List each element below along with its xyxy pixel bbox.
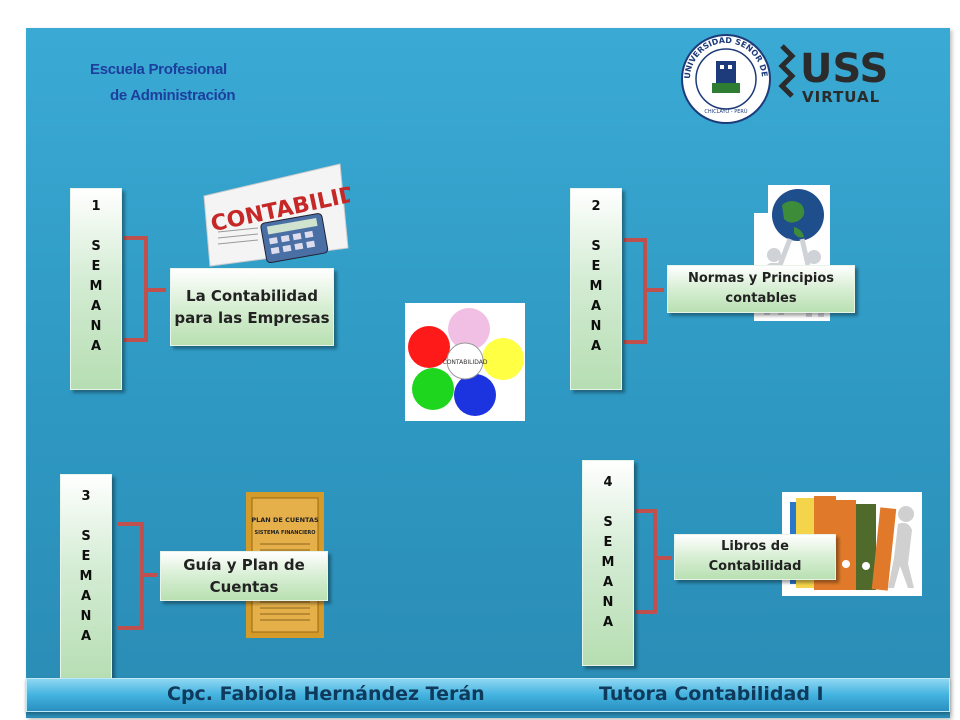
week-letter: E <box>591 259 601 274</box>
week-box-4: 4 S E M A N A <box>582 460 634 666</box>
color-circles-diagram: CONTABILIDAD <box>405 303 525 421</box>
topic-box-normas-principios: Normas y Principios contables <box>667 265 855 313</box>
uss-virtual-logo: USS VIRTUAL <box>778 38 890 110</box>
week-letter: N <box>590 319 602 334</box>
week-letter: M <box>89 279 103 294</box>
week-letter: N <box>80 609 92 624</box>
svg-text:CHICLAYO - PERÚ: CHICLAYO - PERÚ <box>704 108 747 115</box>
university-seal-logo: UNIVERSIDAD SEÑOR DE SIPÁN CHICLAYO - PE… <box>677 24 772 125</box>
contabilidad-calculator-image: CONTABILIDAD <box>200 162 394 268</box>
week-letter: N <box>602 595 614 610</box>
week-letter: S <box>603 515 613 530</box>
week-letter: A <box>590 339 602 354</box>
svg-text:VIRTUAL: VIRTUAL <box>802 88 880 106</box>
week-letter: A <box>80 629 92 644</box>
week-letter: A <box>602 615 614 630</box>
week-letter: M <box>79 569 93 584</box>
week-box-3: 3 S E M A N A <box>60 474 112 684</box>
week-letter: A <box>90 299 102 314</box>
topic-box-contabilidad-empresas: La Contabilidad para las Empresas <box>170 268 334 346</box>
topic-box-plan-cuentas: Guía y Plan de Cuentas <box>160 551 328 601</box>
svg-text:PLAN DE CUENTAS: PLAN DE CUENTAS <box>251 516 319 524</box>
svg-text:SISTEMA FINANCIERO: SISTEMA FINANCIERO <box>254 530 315 536</box>
week-number: 1 <box>91 199 101 214</box>
week-letter: S <box>81 529 91 544</box>
svg-text:USS: USS <box>800 46 888 92</box>
week-letter: M <box>589 279 603 294</box>
school-line-1: Escuela Profesional <box>90 61 227 78</box>
week-letter: A <box>80 589 92 604</box>
week-letter: A <box>590 299 602 314</box>
week-letter: S <box>91 239 101 254</box>
week-letter: S <box>591 239 601 254</box>
week-letter: A <box>90 339 102 354</box>
week-letter: E <box>91 259 101 274</box>
topic-label: Guía y Plan de Cuentas <box>183 556 305 596</box>
week-box-2: 2 S E M A N A <box>570 188 622 390</box>
week-number: 2 <box>591 199 601 214</box>
week-letter: N <box>90 319 102 334</box>
footer-bar: Cpc. Fabiola Hernández Terán Tutora Cont… <box>26 678 950 712</box>
week-number: 3 <box>81 489 91 504</box>
week-letter: A <box>602 575 614 590</box>
topic-label: Libros de Contabilidad <box>708 539 802 574</box>
svg-text:CONTABILIDAD: CONTABILIDAD <box>443 359 488 366</box>
topic-box-libros-contabilidad: Libros de Contabilidad <box>674 534 836 580</box>
week-letter: M <box>601 555 615 570</box>
topic-label: La Contabilidad para las Empresas <box>174 287 330 327</box>
week-number: 4 <box>603 475 613 490</box>
week-letter: E <box>603 535 613 550</box>
week-box-1: 1 S E M A N A <box>70 188 122 390</box>
footer-author: Cpc. Fabiola Hernández Terán <box>167 683 485 705</box>
topic-label: Normas y Principios contables <box>687 271 835 306</box>
week-letter: E <box>81 549 91 564</box>
footer-role: Tutora Contabilidad I <box>599 683 824 705</box>
school-line-2: de Administración <box>110 87 236 104</box>
